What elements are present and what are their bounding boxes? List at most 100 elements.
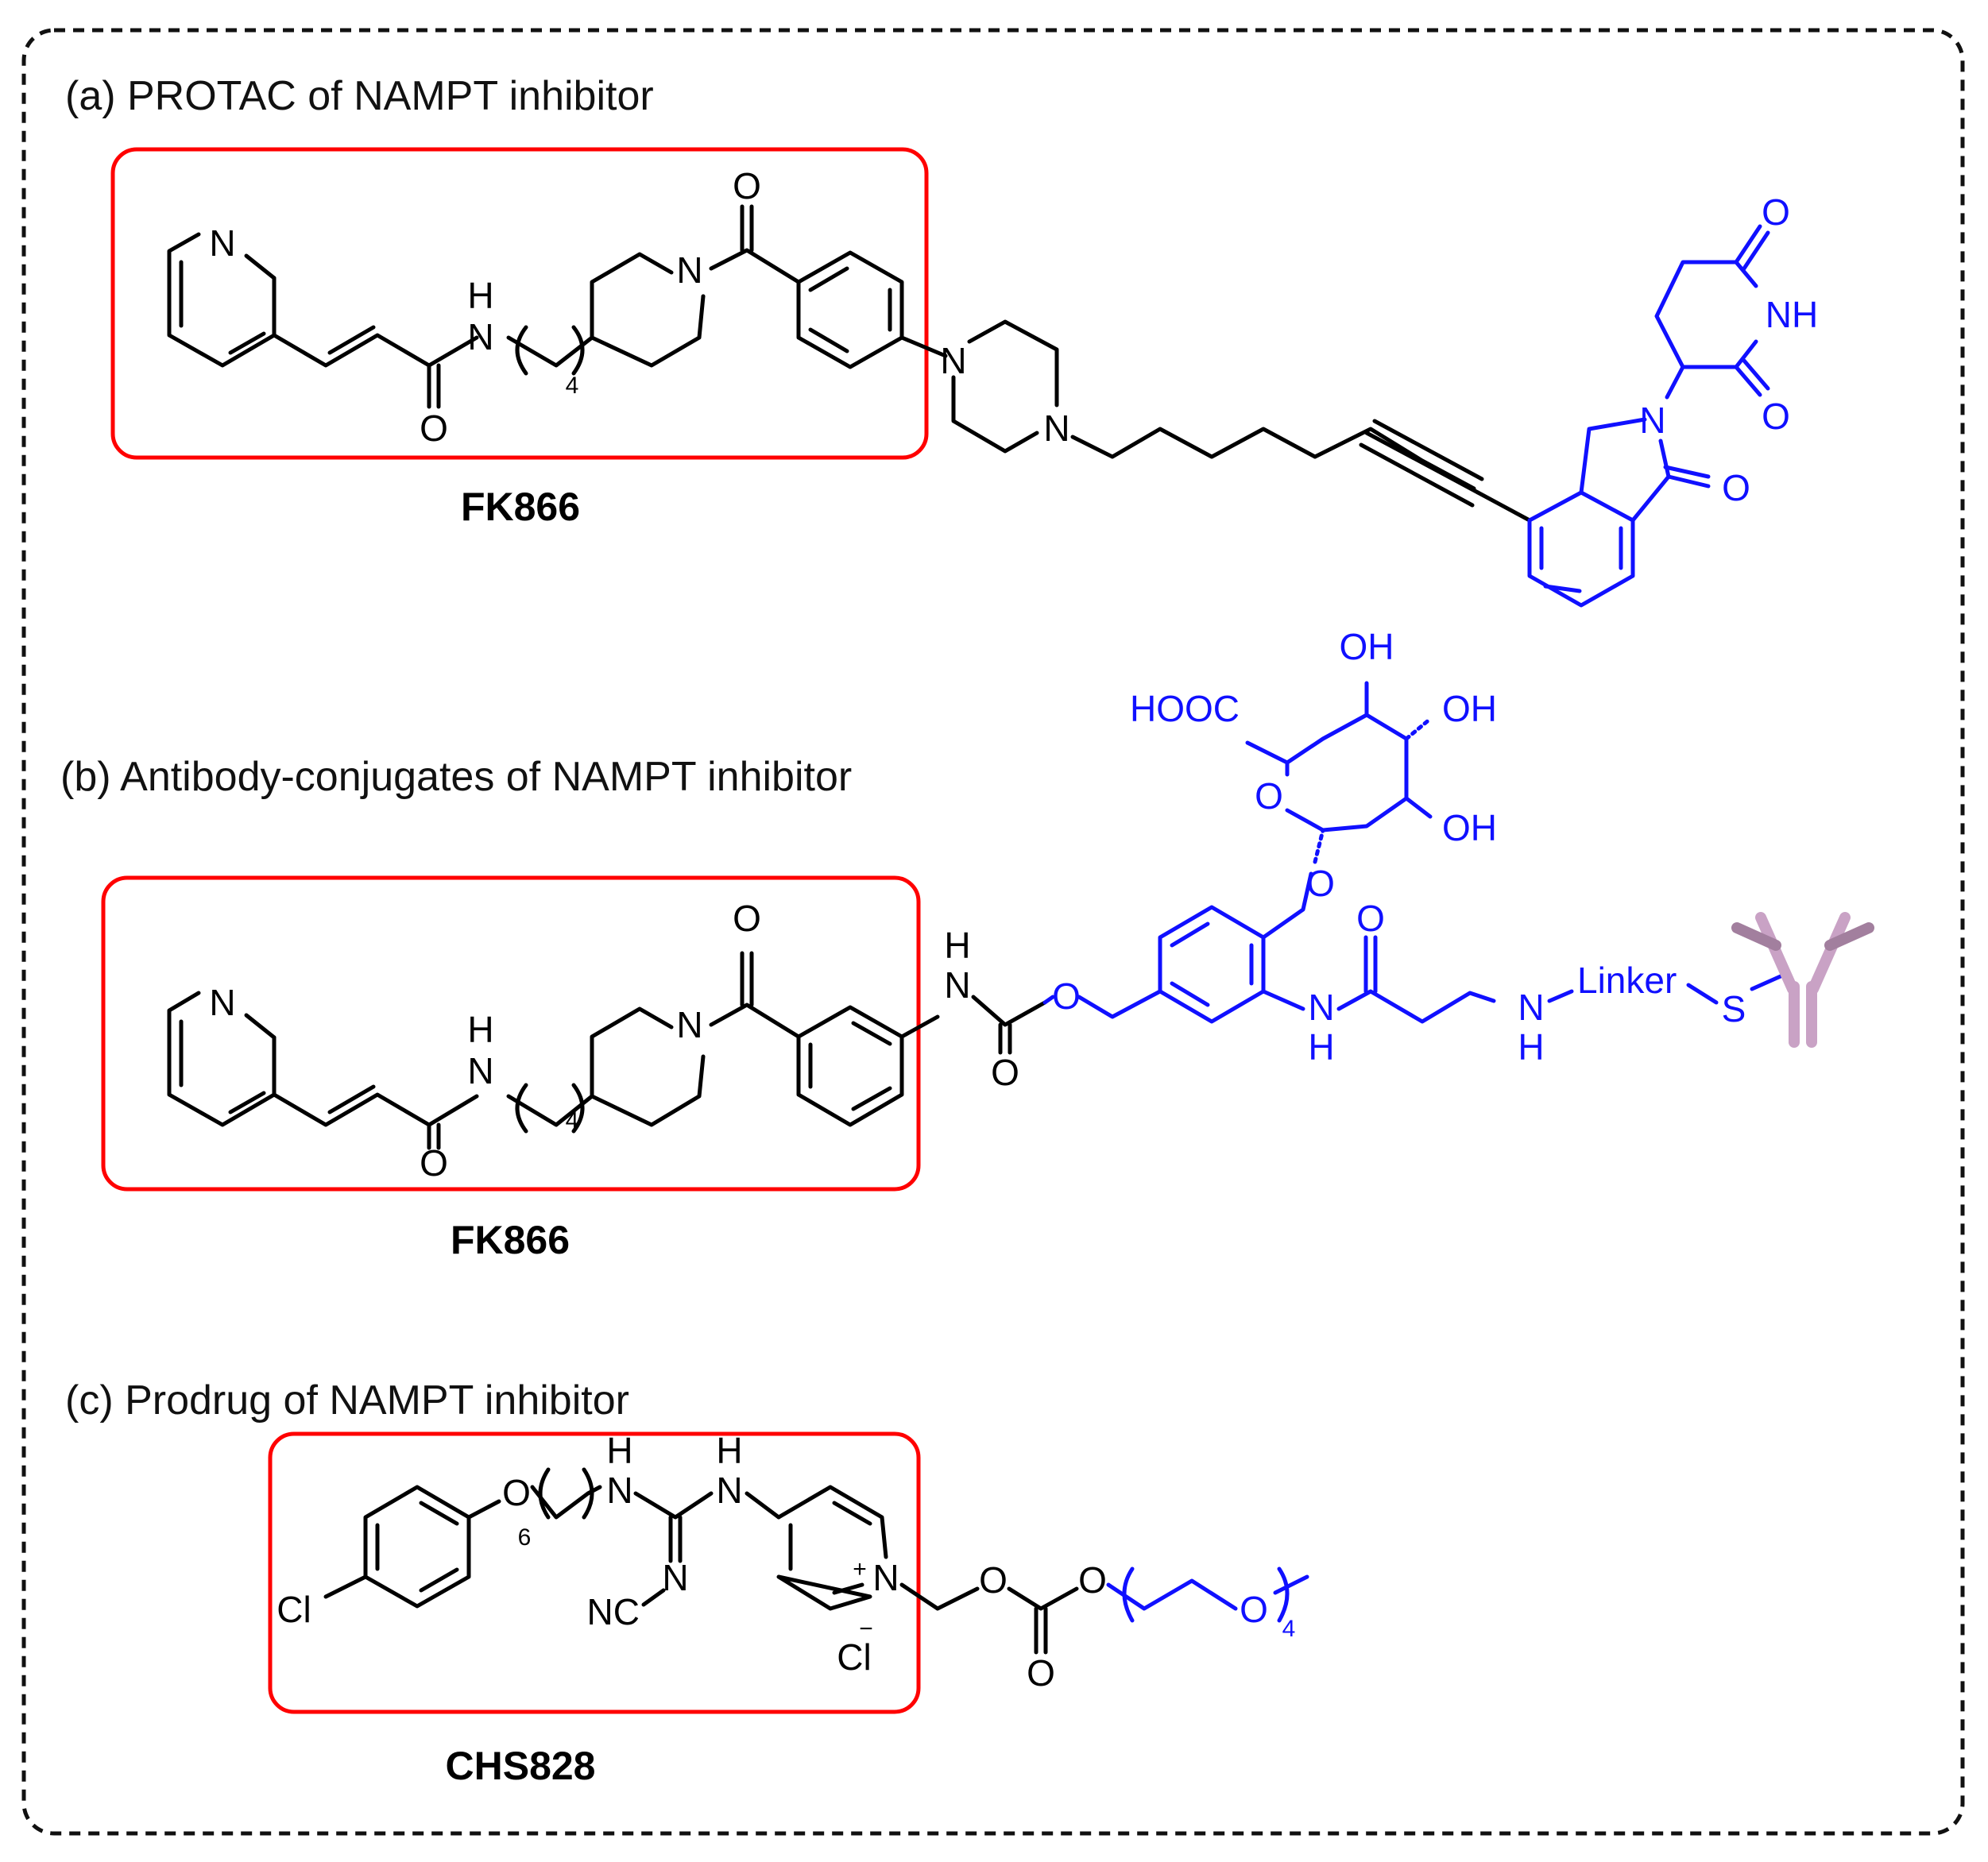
pyridinium-inner-2 [832,1501,872,1526]
pyridinium-ring [776,1485,888,1611]
atom-carbamate-n: N [944,964,970,1006]
hexyl-chain [530,1485,602,1520]
pyridine-ring [167,232,277,368]
benzene-inner-1 [808,266,849,292]
alkene-double-bond [327,1084,376,1114]
anomeric-hashed-bond [1313,828,1325,864]
alkyne-triple-1 [1364,431,1480,495]
atom-amide-h: H [467,275,493,316]
oh-right-bond [1404,717,1433,741]
atom-pyridinium-plus: + [853,1556,867,1582]
atom-carbamate-h: H [944,925,970,966]
atom-oh-right: OH [1442,688,1497,729]
atom-linker: Linker [1577,960,1677,1001]
atom-anilide-n: N [1308,987,1334,1028]
carbonate-chain [899,1582,1079,1611]
chain-bracket-left [515,325,528,376]
panel-b: (b) Antibody-conjugates of NAMPT inhibit… [60,626,1874,1262]
panel-c-chs828-atoms: O 6 H N H N N NC Cl N + Cl − O O O [277,1430,1107,1694]
acrylamide-chain [272,1092,479,1127]
chain-bracket-right [571,1083,585,1134]
oh-bottom-bond [1404,796,1433,819]
pyranose-ring [1285,713,1409,832]
chain-bracket-left [538,1467,551,1520]
chain-bracket-right [582,1467,594,1520]
chain-bracket-right [571,325,585,376]
benzene-inner-2 [851,1086,892,1111]
atom-carbonate-o3: O [1027,1652,1055,1694]
atom-amine-h: H [1518,1026,1544,1068]
piperazine-ring [951,319,1059,454]
cooh-bond [1245,740,1290,765]
linker-benzene-inner-1 [1170,921,1210,948]
lactam-carbonyl [1663,465,1711,489]
atom-nitrile: NC [587,1591,640,1632]
panel-a-caption: FK866 [461,485,580,529]
linker-benzene-inner-3 [1170,981,1210,1007]
atom-peg-o: O [1240,1589,1268,1630]
atom-pyridine-n: N [209,982,235,1023]
alkyne-triple-2 [1372,419,1484,481]
linker-to-s [1686,983,1719,1005]
panel-a-cereblon-ligand [1527,224,1770,608]
atom-piperazine-n2: N [1043,408,1069,449]
atom-nh1-h: H [606,1430,632,1471]
chlorophenyl-inner-3 [419,1567,459,1593]
atom-piperidine-n: N [676,1004,702,1045]
pyridine-inner-bond-2 [228,331,266,355]
atom-oh-bottom: OH [1442,807,1497,848]
atom-pyridine-n: N [209,222,235,264]
cl-bond [323,1574,368,1599]
aminopyridine-link [745,1491,781,1520]
atom-carbonyl-o: O [733,898,761,939]
alkyne-to-aryl [1476,490,1532,523]
panel-b-fk866-structure [167,951,1047,1150]
atom-isoindolinone-n: N [1639,400,1665,441]
panel-b-glucuronide-atoms: O O O HOOC OH OH OH N H O N H Linker S [1052,626,1746,1068]
atom-amide-o: O [420,1142,448,1184]
atom-counterion-cl: Cl [837,1636,871,1678]
atom-glut-o-bottom: O [1762,396,1790,437]
guanidine [633,1491,714,1520]
panel-b-fk866-atoms: N H N O 4 N O H N O [209,898,1019,1184]
aryl-o-link [1261,871,1313,940]
atom-pyridinium-n: N [872,1557,899,1598]
piperazine-link [899,335,948,358]
anilide-link [1261,989,1496,1024]
cyano-link [641,1588,666,1607]
atom-anilide-o: O [1356,898,1385,939]
atom-nh1-n: N [606,1470,632,1511]
benzene-inner-3 [808,327,849,353]
amide-chain [506,1094,594,1127]
atom-isoindolinone-o: O [1722,467,1750,508]
pyridinium-inner-3 [832,1582,864,1595]
atom-piperazine-n1: N [940,340,966,381]
isoind-inner-2 [1543,584,1582,593]
piperidine-ring [590,1006,706,1127]
isoindolinone-benzene [1527,490,1635,608]
atom-chloro: Cl [277,1589,311,1630]
atom-glucuronide-o: O [1306,863,1335,904]
antibody-icon [1731,912,1874,1048]
atom-piperidine-n: N [676,249,702,291]
benzene-ring [796,1005,904,1127]
atom-carbonate-o1: O [979,1559,1008,1601]
amide-chain [506,335,594,368]
benzene-ring [796,250,904,369]
chlorophenyl-ring [363,1485,471,1609]
atom-sulfur: S [1722,988,1746,1030]
panel-c-heading: (c) Prodrug of NAMPT inhibitor [65,1377,629,1424]
atom-sugar-ring-o: O [1255,775,1283,817]
panel-c-chs828-structure [323,1467,1079,1655]
amine-to-linker [1547,989,1574,1003]
benzyl-carbamate-o [1042,989,1162,1019]
atom-carbonyl-o: O [733,165,761,207]
atom-amide-o: O [420,408,448,449]
atom-counterion-minus: − [859,1616,873,1642]
atom-carbonate-o2: O [1078,1559,1107,1601]
panel-b-glucuronide-linker [1042,681,1790,1024]
pyridine-ring [167,991,277,1127]
atom-chain-count: 6 [518,1524,532,1551]
panel-b-inhibitor-box [101,875,921,1192]
